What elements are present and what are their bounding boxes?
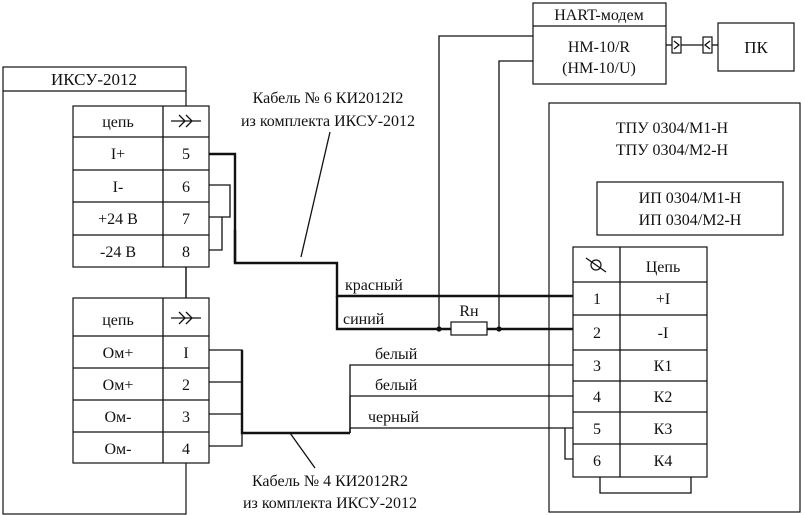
resistor: Rн bbox=[436, 303, 502, 336]
pin-1: I bbox=[183, 345, 188, 362]
wire-black-label: черный bbox=[368, 409, 419, 426]
wire-red-label: красный bbox=[345, 277, 403, 294]
signal-i-plus: I+ bbox=[111, 146, 125, 163]
pin-3: 3 bbox=[182, 409, 190, 426]
usb-connector-icon bbox=[666, 36, 718, 54]
terminal-block-frame bbox=[572, 246, 708, 478]
tpu-device: ТПУ 0304/М1-Н ТПУ 0304/М2-Н ИП 0304/М1-Н… bbox=[548, 102, 801, 513]
pc: ПК bbox=[717, 22, 795, 72]
hart-modem-model2: (НМ-10/U) bbox=[562, 60, 636, 77]
pc-outline bbox=[717, 22, 795, 72]
terminal-bottom-link bbox=[599, 477, 692, 494]
resistor-label: Rн bbox=[459, 303, 479, 320]
iksu-connector-top: цепь I+ 5 I- 6 +24 В 7 -24 В 8 bbox=[72, 105, 210, 268]
iksu-connector-bottom: цепь Ом+ I Ом+ 2 Ом- 3 Ом- 4 bbox=[72, 297, 210, 464]
cable6-label-line1: Кабель № 6 КИ2012I2 bbox=[253, 90, 404, 107]
signal-plus-24v: +24 В bbox=[98, 211, 138, 228]
pin-7: 7 bbox=[182, 211, 190, 228]
hart-tap-right bbox=[498, 60, 533, 329]
cable4-label-line2: из комплекта ИКСУ-2012 bbox=[243, 495, 417, 512]
wire-black-bridge bbox=[564, 428, 573, 460]
pin-4: 4 bbox=[182, 441, 190, 458]
hart-modem: HART-модем НМ-10/R (НМ-10/U) bbox=[532, 2, 667, 85]
pin-2: 2 bbox=[182, 377, 190, 394]
cable6-leader bbox=[300, 131, 331, 258]
connector-top-frame bbox=[72, 105, 210, 268]
hart-modem-model1: НМ-10/R bbox=[568, 39, 631, 56]
terminal-pin-6: 6 bbox=[593, 453, 601, 470]
terminal-screw-icon bbox=[585, 257, 607, 273]
signal-ohm-minus-3: Ом- bbox=[104, 409, 131, 426]
wire-white-2-label: белый bbox=[375, 377, 418, 394]
pin-8: 8 bbox=[182, 244, 190, 261]
signal-ohm-plus-1: Ом+ bbox=[103, 345, 134, 362]
wire-white-2 bbox=[349, 395, 573, 433]
signal-ohm-minus-4: Ом- bbox=[104, 441, 131, 458]
tpu-title-line2: ТПУ 0304/М2-Н bbox=[616, 142, 729, 159]
tpu-title-line1: ТПУ 0304/М1-Н bbox=[616, 120, 729, 137]
terminal-pin-3: 3 bbox=[593, 358, 601, 375]
terminal-pin-4: 4 bbox=[593, 389, 601, 406]
pin-5: 5 bbox=[182, 146, 190, 163]
pin-6: 6 bbox=[182, 179, 190, 196]
hart-modem-outline bbox=[532, 2, 667, 85]
wire-blue-label: синий bbox=[343, 311, 385, 328]
wire-blue bbox=[335, 296, 573, 331]
terminal-header-label: Цепь bbox=[646, 259, 681, 276]
hart-tap-left bbox=[438, 35, 533, 329]
terminal-signal-k3: К3 bbox=[654, 421, 673, 438]
ip-title-line2: ИП 0304/М2-Н bbox=[639, 212, 742, 229]
signal-i-minus: I- bbox=[113, 179, 124, 196]
hart-modem-title: HART-модем bbox=[554, 7, 643, 24]
connector-bottom-header-label: цепь bbox=[102, 312, 134, 329]
terminal-pin-2: 2 bbox=[593, 325, 601, 342]
connector-bottom-frame bbox=[72, 297, 210, 464]
terminal-signal-k4: К4 bbox=[654, 453, 673, 470]
cable4-wiring: белый белый черный bbox=[209, 346, 573, 460]
ip-title-line1: ИП 0304/М1-Н bbox=[639, 190, 742, 207]
pc-label: ПК bbox=[744, 38, 768, 57]
cable4-label-line1: Кабель № 4 КИ2012R2 bbox=[252, 473, 408, 490]
connector-plug-icon bbox=[171, 311, 201, 325]
terminal-signal-k1: К1 bbox=[654, 358, 673, 375]
terminal-pin-1: 1 bbox=[593, 291, 601, 308]
resistor-body bbox=[450, 321, 488, 336]
signal-ohm-plus-2: Ом+ bbox=[103, 377, 134, 394]
iksu-title: ИКСУ-2012 bbox=[51, 70, 137, 89]
terminal-signal-k2: К2 bbox=[654, 389, 673, 406]
ip-module-outline bbox=[596, 181, 784, 236]
cable6-wiring: красный синий bbox=[209, 152, 573, 331]
connector-top-header-label: цепь bbox=[102, 114, 134, 131]
cable4-leader bbox=[289, 432, 316, 469]
connector-plug-icon bbox=[171, 114, 201, 128]
cable6-label-line2: из комплекта ИКСУ-2012 bbox=[241, 113, 415, 130]
terminal-signal-minus-i: -I bbox=[658, 325, 669, 342]
signal-minus-24v: -24 В bbox=[100, 244, 136, 261]
terminal-signal-plus-i: +I bbox=[656, 291, 670, 308]
wire-red bbox=[209, 152, 573, 298]
terminal-pin-5: 5 bbox=[593, 421, 601, 438]
wire-white-1-label: белый bbox=[375, 346, 418, 363]
